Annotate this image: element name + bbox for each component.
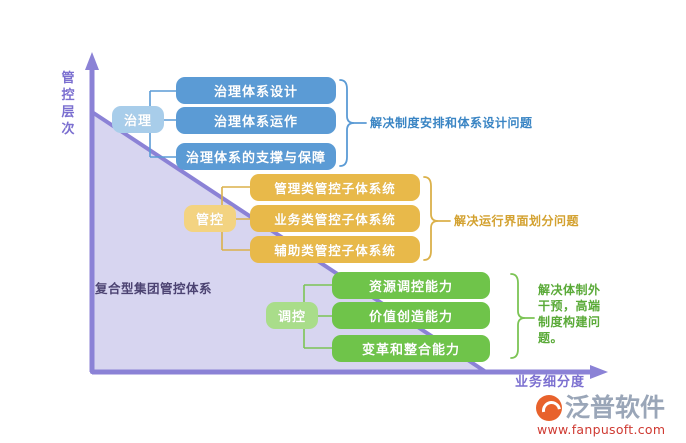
logo-row: 泛普软件 <box>536 392 684 423</box>
triangle-label: 复合型集团管控体系 <box>95 281 213 296</box>
group-pill-governance[interactable]: 治理 <box>112 106 164 133</box>
node-regulation-item-2[interactable]: 价值创造能力 <box>332 302 490 329</box>
caption-control: 解决运行界面划分问题 <box>454 214 580 228</box>
node-regulation-item-3[interactable]: 变革和整合能力 <box>332 335 490 362</box>
y-axis-arrow <box>85 52 99 70</box>
governance-brace <box>339 79 367 167</box>
node-governance-item-3[interactable]: 治理体系的支撑与保障 <box>176 143 336 170</box>
regulation-brace <box>510 273 535 359</box>
node-governance-item-2[interactable]: 治理体系运作 <box>176 107 336 134</box>
control-brace <box>423 176 451 261</box>
y-axis-label: 管控层次 <box>61 71 76 137</box>
node-control-item-2[interactable]: 业务类管控子体系统 <box>250 205 420 232</box>
brand-url: www.fanpusoft.com <box>537 422 666 437</box>
node-regulation-item-1[interactable]: 资源调控能力 <box>332 272 490 299</box>
x-axis-label: 业务细分度 <box>515 375 586 390</box>
caption-governance: 解决制度安排和体系设计问题 <box>370 116 533 130</box>
node-control-item-3[interactable]: 辅助类管控子体系统 <box>250 236 420 263</box>
x-axis-arrow <box>590 365 608 379</box>
watermark-logo: 泛普软件 www.fanpusoft.com <box>536 392 684 440</box>
node-governance-item-1[interactable]: 治理体系设计 <box>176 77 336 104</box>
fanpu-logo-icon <box>536 394 562 421</box>
brand-name: 泛普软件 <box>565 393 666 422</box>
group-pill-control[interactable]: 管控 <box>184 205 236 232</box>
node-control-item-1[interactable]: 管理类管控子体系统 <box>250 174 420 201</box>
caption-regulation: 解决体制外 干预，高端 制度构建问 题。 <box>538 283 601 345</box>
group-pill-regulation[interactable]: 调控 <box>266 302 318 329</box>
